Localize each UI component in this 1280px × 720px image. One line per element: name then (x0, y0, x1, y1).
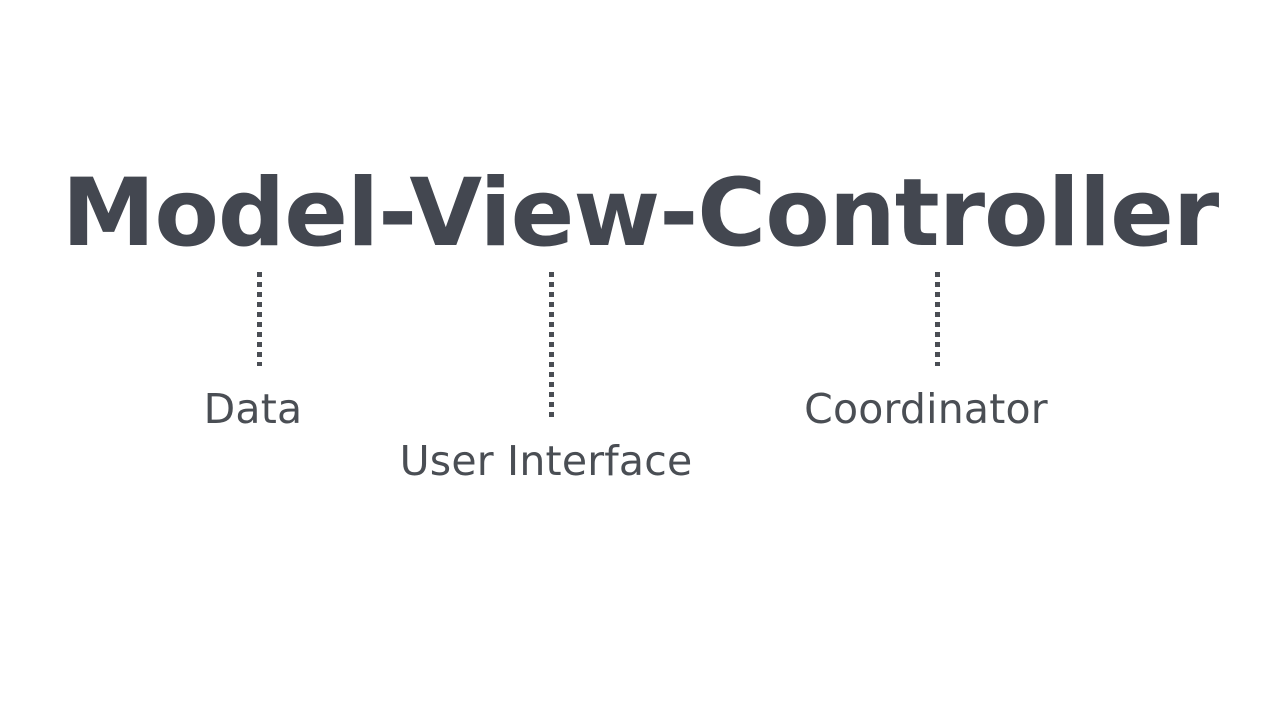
page-title: Model-View-Controller (61, 159, 1219, 268)
connector-line-view (549, 272, 554, 419)
annotation-label-model: Data (203, 385, 303, 433)
connector-line-model (257, 272, 262, 366)
annotation-label-controller: Coordinator (804, 385, 1048, 433)
annotation-label-view: User Interface (399, 437, 693, 485)
connector-line-controller (935, 272, 940, 366)
